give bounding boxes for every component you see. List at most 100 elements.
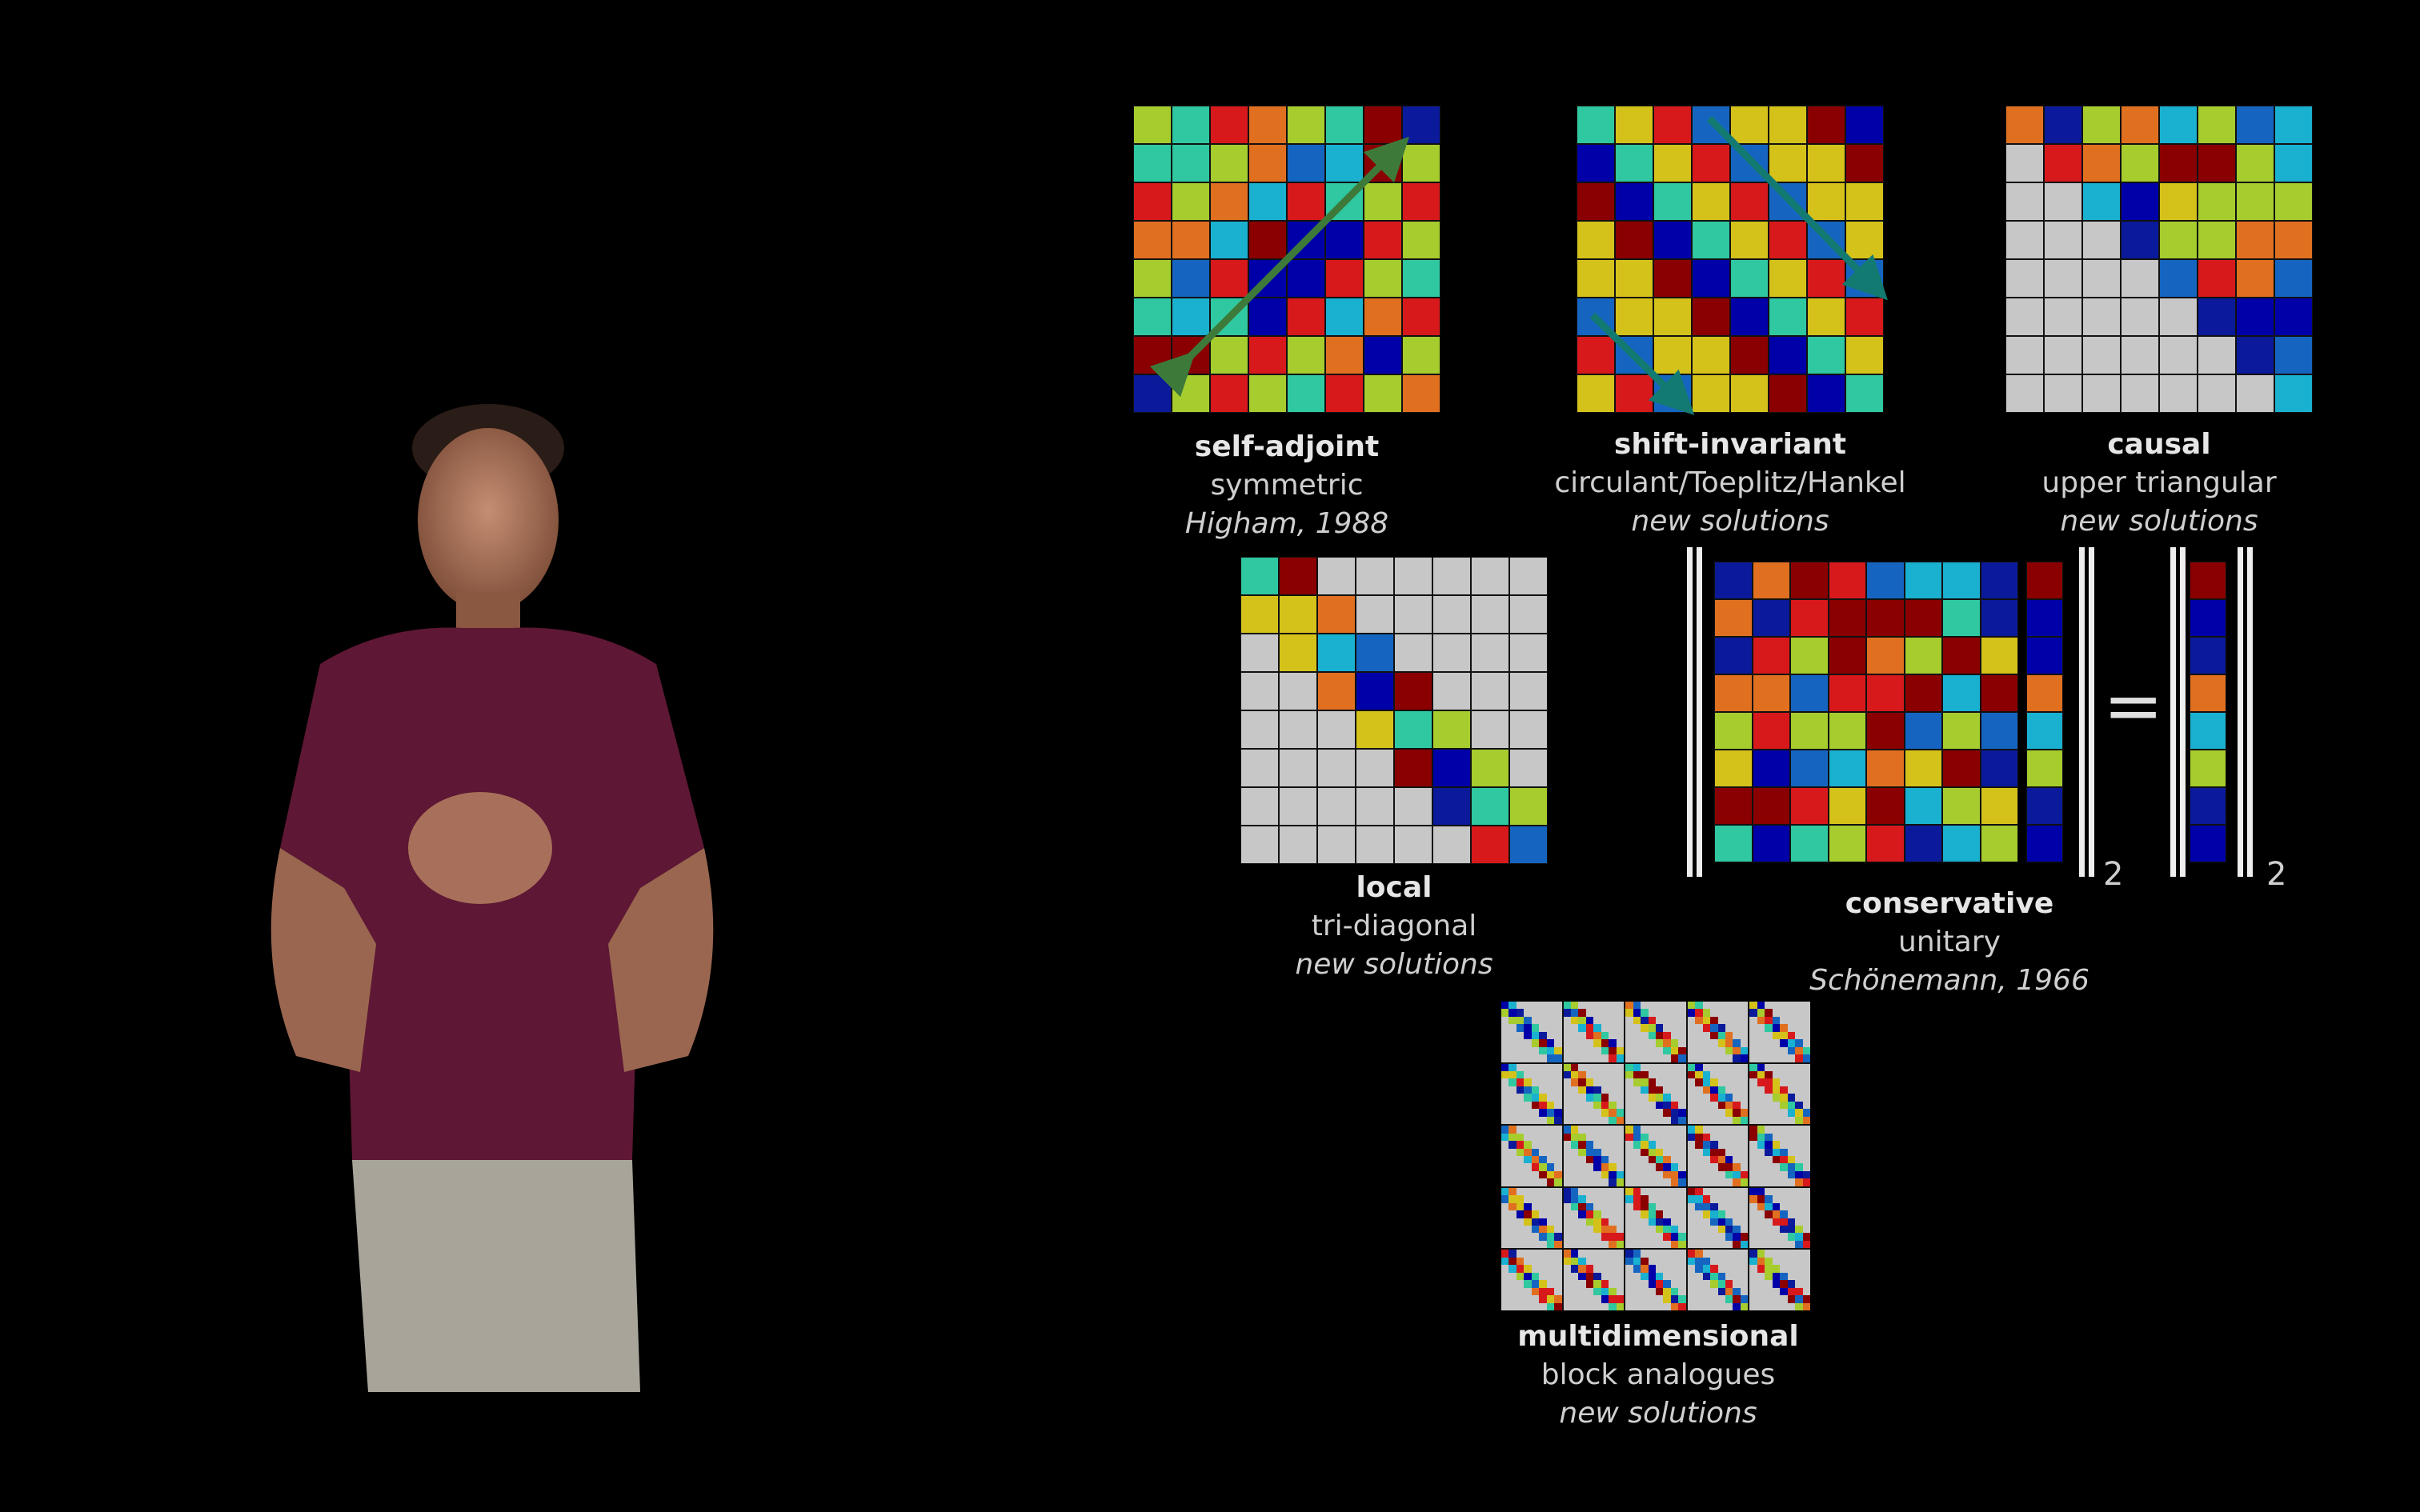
matrix-cell bbox=[1531, 1109, 1540, 1117]
matrix-cell bbox=[1402, 221, 1440, 259]
matrix-cell bbox=[1725, 1210, 1733, 1218]
matrix-cell bbox=[1787, 1178, 1796, 1186]
matrix-cell bbox=[1571, 1163, 1579, 1171]
matrix-cell bbox=[1757, 1031, 1765, 1040]
matrix-cell bbox=[1725, 1009, 1733, 1017]
matrix-cell bbox=[1508, 1272, 1517, 1281]
matrix-cell bbox=[1546, 1218, 1555, 1226]
matrix-cell bbox=[1546, 1163, 1555, 1171]
matrix-cell bbox=[1546, 1272, 1555, 1281]
matrix-cell bbox=[1733, 1094, 1741, 1102]
matrix-cell bbox=[1539, 1133, 1547, 1142]
matrix-cell bbox=[1942, 712, 1981, 750]
matrix-cell bbox=[1714, 825, 1753, 862]
matrix-cell bbox=[1524, 1233, 1532, 1241]
matrix-cell bbox=[1616, 1016, 1625, 1025]
matrix-cell bbox=[1717, 1078, 1726, 1086]
matrix-cell bbox=[1717, 1109, 1726, 1117]
norm-bar-far-2 bbox=[2247, 547, 2253, 877]
matrix-cell bbox=[1539, 1063, 1547, 1072]
matrix-cell bbox=[1609, 1148, 1617, 1156]
matrix-cell bbox=[1717, 1063, 1726, 1072]
matrix-cell bbox=[1710, 1250, 1718, 1258]
matrix-cell bbox=[1508, 1202, 1517, 1211]
matrix-cell bbox=[1633, 1046, 1641, 1055]
matrix-cell bbox=[1828, 712, 1866, 750]
matrix-cell bbox=[1539, 1086, 1547, 1094]
matrix-cell bbox=[1772, 1054, 1781, 1062]
matrix-cell bbox=[1571, 1287, 1579, 1296]
matrix-cell bbox=[1210, 144, 1248, 182]
matrix-cell bbox=[1539, 1116, 1547, 1125]
matrix-cell bbox=[1531, 1155, 1540, 1164]
matrix-cell bbox=[1655, 1133, 1664, 1142]
matrix-cell bbox=[1733, 1287, 1741, 1296]
matrix-cell bbox=[1287, 221, 1325, 259]
matrix-cell bbox=[1740, 1086, 1749, 1094]
matrix-cell bbox=[1585, 1287, 1594, 1296]
matrix-cell bbox=[1554, 1302, 1562, 1310]
matrix-cell bbox=[1795, 1039, 1803, 1047]
matrix-cell bbox=[1524, 1218, 1532, 1226]
matrix-cell bbox=[1866, 599, 1905, 637]
matrix-cell bbox=[1678, 1024, 1686, 1032]
matrix-cell bbox=[1364, 144, 1402, 182]
matrix-cell bbox=[1578, 1226, 1586, 1234]
matrix-cell bbox=[1524, 1002, 1532, 1010]
matrix-cell bbox=[1740, 1295, 1749, 1303]
matrix-cell bbox=[1641, 1148, 1649, 1156]
matrix-cell bbox=[1609, 1063, 1617, 1072]
matrix-cell bbox=[1802, 1116, 1810, 1125]
matrix-cell bbox=[1687, 1240, 1696, 1249]
matrix-cell bbox=[1749, 1210, 1757, 1218]
matrix-cell bbox=[1710, 1002, 1718, 1010]
matrix-cell bbox=[1710, 1086, 1718, 1094]
matrix-cell bbox=[1172, 336, 1210, 374]
matrix-cell bbox=[1609, 1233, 1617, 1241]
matrix-cell bbox=[1601, 1141, 1609, 1149]
matrix-cell bbox=[1710, 1272, 1718, 1281]
matrix-cell bbox=[1554, 1086, 1562, 1094]
matrix-cell bbox=[1695, 1210, 1703, 1218]
matrix-cell bbox=[1772, 1218, 1781, 1226]
matrix-cell bbox=[1765, 1187, 1773, 1196]
matrix-cell bbox=[1585, 1133, 1594, 1142]
block-cell bbox=[1625, 1002, 1686, 1062]
matrix-cell bbox=[1695, 1078, 1703, 1086]
matrix-cell bbox=[1585, 1257, 1594, 1266]
matrix-cell bbox=[1802, 1295, 1810, 1303]
matrix-cell bbox=[1508, 1039, 1517, 1047]
matrix-cell bbox=[1772, 1210, 1781, 1218]
matrix-cell bbox=[1702, 1101, 1711, 1110]
matrix-cell bbox=[1531, 1116, 1540, 1125]
matrix-cell bbox=[1802, 1272, 1810, 1281]
matrix-cell bbox=[1501, 1265, 1509, 1273]
matrix-cell bbox=[1787, 1141, 1796, 1149]
matrix-cell bbox=[1585, 1226, 1594, 1234]
matrix-cell bbox=[1625, 1265, 1633, 1273]
matrix-cell bbox=[1866, 825, 1905, 862]
matrix-cell bbox=[1571, 1101, 1579, 1110]
matrix-cell bbox=[1717, 1187, 1726, 1196]
matrix-cell bbox=[1248, 336, 1287, 374]
matrix-cell bbox=[1772, 1101, 1781, 1110]
matrix-cell bbox=[1501, 1187, 1509, 1196]
matrix-cell bbox=[1641, 1280, 1649, 1288]
matrix-cell bbox=[1670, 1163, 1679, 1171]
matrix-cell bbox=[1554, 1071, 1562, 1079]
matrix-cell bbox=[1508, 1187, 1517, 1196]
matrix-cell bbox=[1695, 1287, 1703, 1296]
matrix-cell bbox=[1625, 1240, 1633, 1249]
matrix-cell bbox=[1702, 1155, 1711, 1164]
matrix-cell bbox=[1702, 1109, 1711, 1117]
matrix-cell bbox=[1942, 637, 1981, 674]
matrix-cell bbox=[1625, 1071, 1633, 1079]
matrix-cell bbox=[1585, 1210, 1594, 1218]
matrix-cell bbox=[1563, 1250, 1572, 1258]
matrix-cell bbox=[1725, 1195, 1733, 1203]
panel-subtitle: block analogues bbox=[1541, 1358, 1776, 1391]
matrix-cell bbox=[1625, 1155, 1633, 1164]
matrix-cell bbox=[1780, 1054, 1788, 1062]
matrix-cell bbox=[1616, 1155, 1625, 1164]
matrix-cell bbox=[1802, 1133, 1810, 1142]
